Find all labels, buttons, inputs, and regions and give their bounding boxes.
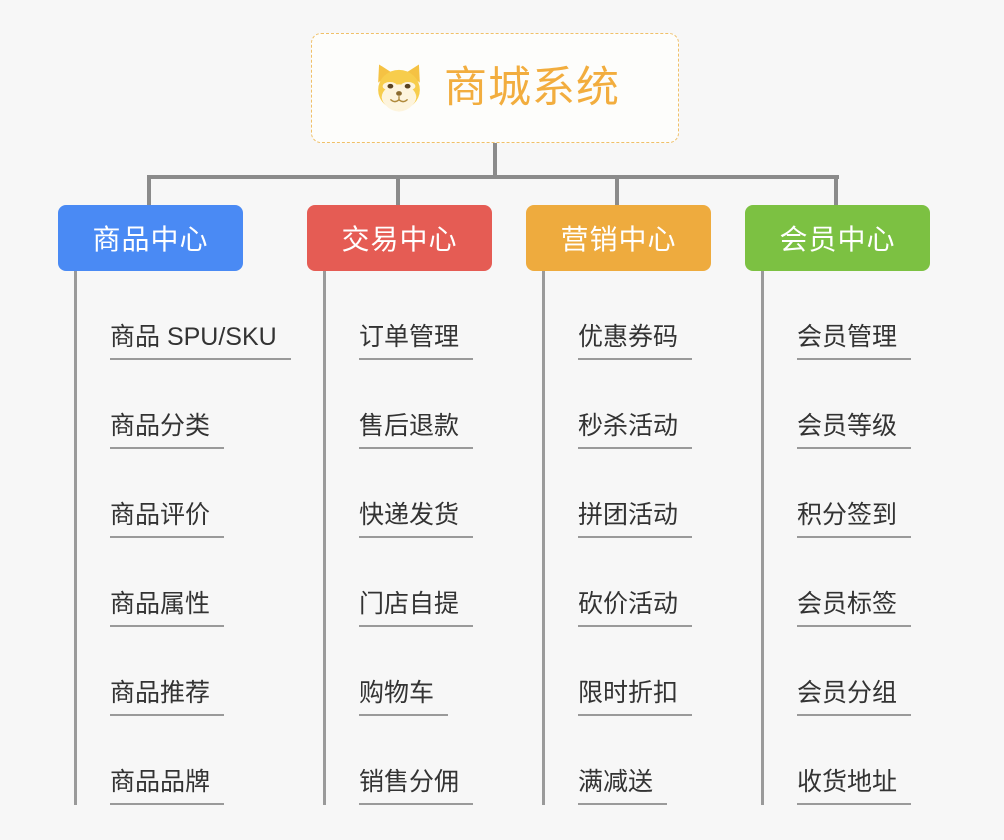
leaf-label: 购物车: [359, 679, 449, 716]
branch-marketing-center: 优惠券码秒杀活动拼团活动砍价活动限时折扣满减送: [542, 271, 787, 805]
leaf-label: 商品推荐: [110, 679, 225, 716]
category-box-member-center[interactable]: 会员中心: [745, 205, 930, 271]
leaf-item[interactable]: 砍价活动: [542, 538, 693, 627]
leaf-item[interactable]: 优惠券码: [542, 271, 693, 360]
category-label-trade-center: 交易中心: [341, 224, 458, 255]
leaf-label: 收货地址: [797, 768, 912, 805]
leaf-item[interactable]: 商品品牌: [74, 716, 225, 805]
leaf-item[interactable]: 快递发货: [323, 449, 474, 538]
branch-spine-product-center: [74, 271, 77, 805]
leaf-item[interactable]: 会员分组: [761, 627, 912, 716]
branch-spine-member-center: [761, 271, 764, 805]
leaf-item[interactable]: 拼团活动: [542, 449, 693, 538]
leaf-label: 会员等级: [797, 412, 912, 449]
leaf-label: 积分签到: [797, 501, 912, 538]
category-label-product-center: 商品中心: [92, 224, 209, 255]
leaf-item[interactable]: 满减送: [542, 716, 668, 805]
category-label-member-center: 会员中心: [779, 224, 896, 255]
leaf-label: 满减送: [578, 768, 668, 805]
leaf-item[interactable]: 会员管理: [761, 271, 912, 360]
connector-root-stem: [493, 143, 497, 179]
leaf-label: 砍价活动: [578, 590, 693, 627]
branch-spine-trade-center: [323, 271, 326, 805]
leaf-item[interactable]: 秒杀活动: [542, 360, 693, 449]
connector-drop-trade-center: [396, 175, 400, 207]
connector-drop-marketing-center: [615, 175, 619, 207]
leaf-item[interactable]: 商品属性: [74, 538, 225, 627]
leaf-label: 销售分佣: [359, 768, 474, 805]
leaf-item[interactable]: 商品评价: [74, 449, 225, 538]
connector-horizontal-bus: [149, 175, 839, 179]
leaf-item[interactable]: 购物车: [323, 627, 449, 716]
category-label-marketing-center: 营销中心: [560, 224, 677, 255]
leaf-item[interactable]: 会员等级: [761, 360, 912, 449]
branch-trade-center: 订单管理售后退款快递发货门店自提购物车销售分佣: [323, 271, 568, 805]
leaf-label: 商品分类: [110, 412, 225, 449]
category-box-trade-center[interactable]: 交易中心: [307, 205, 492, 271]
leaf-label: 商品属性: [110, 590, 225, 627]
branch-spine-marketing-center: [542, 271, 545, 805]
connector-drop-member-center: [834, 175, 838, 207]
leaf-label: 会员分组: [797, 679, 912, 716]
leaf-label: 会员管理: [797, 323, 912, 360]
leaf-item[interactable]: 积分签到: [761, 449, 912, 538]
leaf-item[interactable]: 收货地址: [761, 716, 912, 805]
leaf-label: 优惠券码: [578, 323, 693, 360]
leaf-label: 门店自提: [359, 590, 474, 627]
root-title: 商城系统: [444, 63, 620, 112]
root-node-mall-system[interactable]: 商城系统: [311, 33, 679, 143]
leaf-item[interactable]: 限时折扣: [542, 627, 693, 716]
leaf-item[interactable]: 门店自提: [323, 538, 474, 627]
leaf-label: 售后退款: [359, 412, 474, 449]
leaf-label: 商品品牌: [110, 768, 225, 805]
leaf-item[interactable]: 商品分类: [74, 360, 225, 449]
leaf-item[interactable]: 销售分佣: [323, 716, 474, 805]
shiba-dog-icon: [378, 64, 420, 112]
leaf-item[interactable]: 会员标签: [761, 538, 912, 627]
leaf-item[interactable]: 售后退款: [323, 360, 474, 449]
leaf-label: 秒杀活动: [578, 412, 693, 449]
leaf-item[interactable]: 商品推荐: [74, 627, 225, 716]
leaf-label: 快递发货: [359, 501, 474, 538]
leaf-label: 商品评价: [110, 501, 225, 538]
leaf-item[interactable]: 订单管理: [323, 271, 474, 360]
leaf-item[interactable]: 商品 SPU/SKU: [74, 271, 291, 360]
connector-drop-product-center: [147, 175, 151, 207]
leaf-label: 商品 SPU/SKU: [110, 323, 291, 360]
leaf-label: 订单管理: [359, 323, 474, 360]
leaf-label: 会员标签: [797, 590, 912, 627]
branch-product-center: 商品 SPU/SKU 商品分类商品评价商品属性商品推荐商品品牌: [74, 271, 319, 805]
leaf-label: 限时折扣: [578, 679, 693, 716]
leaf-label: 拼团活动: [578, 501, 693, 538]
category-box-marketing-center[interactable]: 营销中心: [526, 205, 711, 271]
branch-member-center: 会员管理会员等级积分签到会员标签会员分组收货地址: [761, 271, 1004, 805]
category-box-product-center[interactable]: 商品中心: [58, 205, 243, 271]
